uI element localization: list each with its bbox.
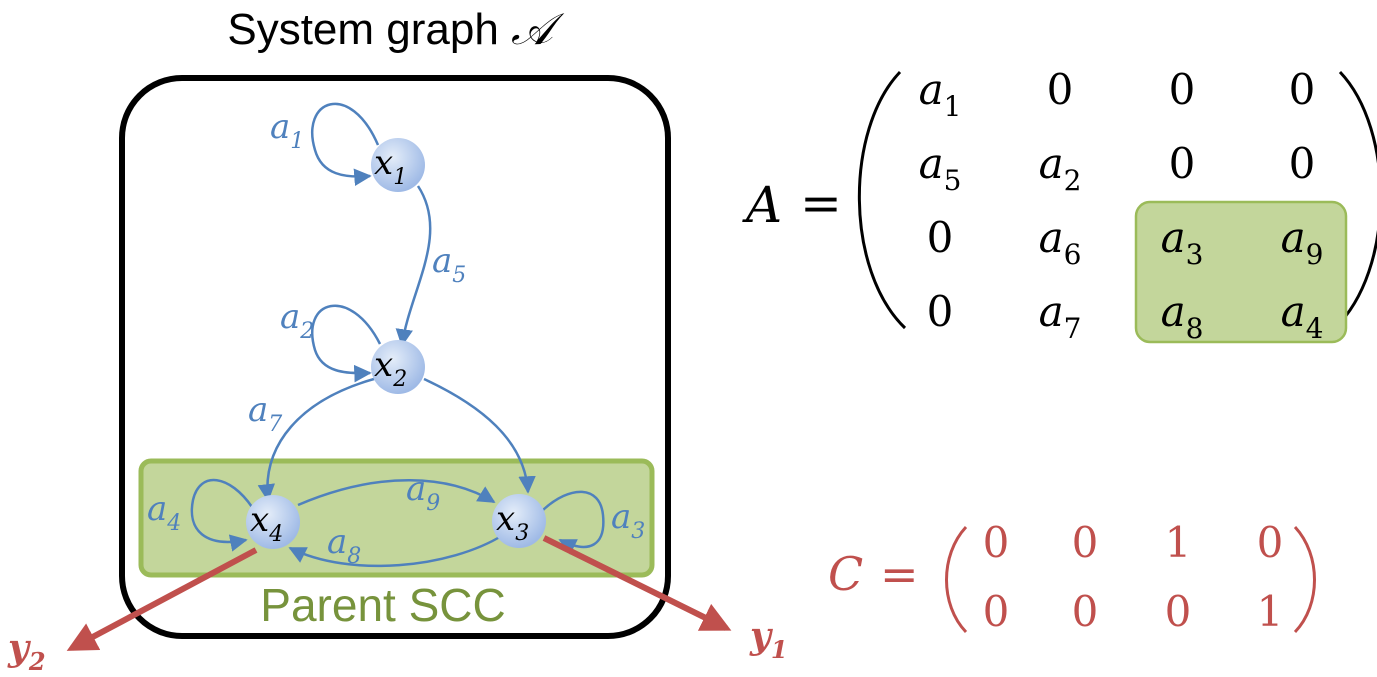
matrix-a-right-paren [1333, 70, 1377, 330]
matrix-a-cell: 0 [1169, 65, 1196, 114]
edge-label-a2: a2 [280, 297, 314, 344]
matrix-a-cell: 0 [1169, 139, 1196, 188]
matrix-c-cell: 0 [1257, 518, 1284, 567]
edge-group [190, 102, 605, 568]
edge-a5 [395, 185, 432, 347]
parent-scc-label: Parent SCC [260, 579, 505, 631]
matrix-c-cell: 1 [1257, 587, 1284, 636]
edge-label-a8: a8 [327, 522, 361, 569]
edge-a1 [311, 102, 380, 186]
node-x1[interactable]: x1 [371, 138, 425, 192]
matrix-a-cell: a2 [1039, 139, 1082, 197]
node-circle [246, 495, 300, 549]
matrix-a-cell: a9 [1281, 213, 1324, 271]
matrix-a-cell: 0 [1047, 65, 1074, 114]
edge-label-a1: a1 [270, 107, 304, 154]
diagram-title: System graph 𝒜 [227, 4, 565, 55]
edge-y2 [66, 547, 258, 651]
node-circle [371, 138, 425, 192]
node-label: x3 [496, 499, 529, 546]
matrix-c-cell: 0 [1072, 518, 1099, 567]
matrix-a-cell: 0 [1289, 139, 1316, 188]
node-x3[interactable]: x3 [492, 494, 546, 548]
output-label-y1: y1 [749, 615, 788, 664]
matrix-a-cell: a4 [1281, 287, 1324, 345]
matrix-a-left-paren [857, 70, 907, 330]
matrix-c-cell: 0 [983, 518, 1010, 567]
matrix-c-cell: 1 [1165, 518, 1192, 567]
matrix-c: C = 0 0 1 0 0 0 0 1 [828, 518, 1316, 636]
matrix-c-cell: 0 [1072, 587, 1099, 636]
edge-y1 [542, 535, 732, 631]
matrix-c-right-paren [1293, 525, 1316, 634]
node-label: x4 [250, 500, 283, 547]
matrix-a-cell: a1 [919, 65, 962, 123]
edge-a3 [542, 490, 605, 555]
edge-labels: a1 a2 a3 a4 a5 a7 a8 a9 [147, 107, 645, 569]
matrix-a-cell: 0 [927, 287, 954, 336]
edge-label-a5: a5 [432, 241, 466, 288]
parent-scc-region [138, 458, 655, 578]
matrix-a-cell: a3 [1161, 213, 1204, 271]
matrix-c-name: C [828, 547, 863, 601]
matrix-c-cell: 0 [983, 587, 1010, 636]
matrix-a-name: A [742, 176, 782, 234]
system-box [119, 75, 671, 639]
node-x2[interactable]: x2 [371, 340, 425, 394]
matrix-c-equals: = [880, 547, 919, 601]
matrix-a-cell: a6 [1039, 213, 1082, 271]
matrix-a-cell: 0 [1289, 65, 1316, 114]
output-label-y2: y2 [7, 627, 46, 676]
edge-a7 [257, 377, 375, 502]
matrix-c-left-paren [945, 525, 968, 634]
edge-a9 [297, 479, 496, 507]
matrix-a-cell: a7 [1039, 287, 1082, 345]
node-circle [371, 340, 425, 394]
edge-a4 [190, 478, 254, 552]
node-label: x1 [374, 143, 407, 190]
node-circle [492, 494, 546, 548]
edge-label-a3: a3 [611, 497, 645, 544]
output-labels: y1 y2 [7, 615, 788, 676]
edge-label-a9: a9 [406, 469, 440, 516]
matrix-a-equals: = [800, 174, 842, 232]
node-label: x2 [374, 345, 407, 392]
node-x4[interactable]: x4 [246, 495, 300, 549]
matrix-c-cell: 0 [1165, 587, 1192, 636]
edge-a2 [311, 304, 382, 383]
output-edge-group [66, 535, 732, 651]
edge-a8 [288, 533, 504, 568]
matrix-a: A = a1 0 0 0 a5 a2 0 0 0 a6 a3 a9 0 a7 a8 a4 [742, 65, 1377, 345]
matrix-a-cells: a1 0 0 0 a5 a2 0 0 0 a6 a3 a9 0 a7 a8 a4 [919, 65, 1324, 345]
edge-label-a7: a7 [248, 390, 282, 437]
edge-a6 [423, 377, 536, 494]
matrix-a-cell: a5 [919, 139, 962, 197]
matrix-a-cell: a8 [1161, 287, 1204, 345]
matrix-a-scc-block [1134, 200, 1348, 344]
matrix-a-cell: 0 [927, 213, 954, 262]
matrix-c-cells: 0 0 1 0 0 0 0 1 [983, 518, 1284, 636]
edge-label-a4: a4 [147, 489, 181, 536]
